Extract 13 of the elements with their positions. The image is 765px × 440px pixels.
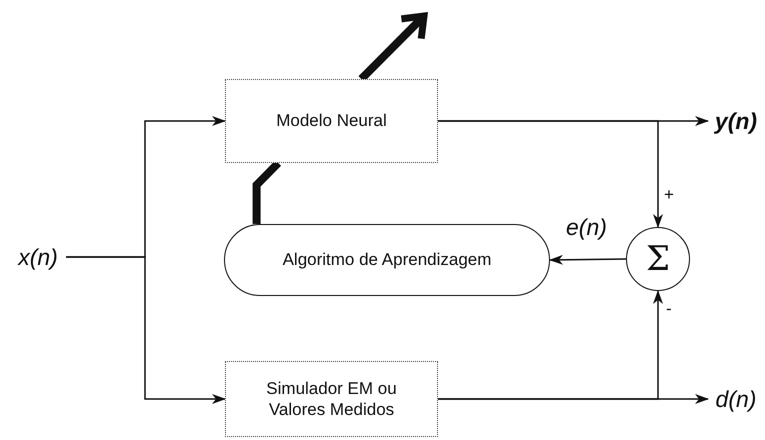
process-box: Modelo Neural — [225, 79, 438, 163]
error-signal-label: e(n) — [566, 216, 607, 239]
arrow — [438, 120, 663, 228]
thick-connector — [358, 12, 428, 82]
terminal-box: Algoritmo de Aprendizagem — [224, 224, 550, 296]
arrow — [66, 256, 226, 404]
output-signal-label: d(n) — [708, 382, 764, 416]
output-signal-label: y(n) — [708, 104, 764, 138]
summing-junction: Σ — [626, 227, 690, 291]
arrow — [549, 254, 626, 265]
process-box: Simulador EM ou Valores Medidos — [225, 361, 438, 437]
input-signal-label: x(n) — [10, 240, 66, 274]
arrow — [438, 290, 663, 400]
